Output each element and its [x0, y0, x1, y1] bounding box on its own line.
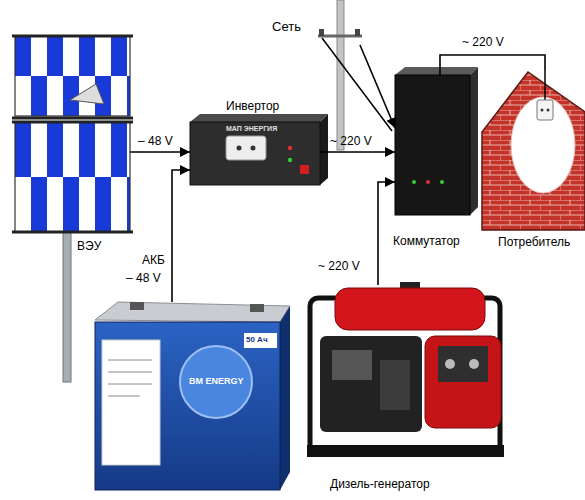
indicator-light: [288, 146, 292, 150]
insulator: [355, 29, 360, 36]
sticker-line: [108, 372, 152, 373]
node-label: Дизель-генератор: [330, 478, 430, 492]
power-connector: [172, 170, 190, 302]
node-label: Потребитель: [498, 236, 570, 250]
insulator: [319, 29, 324, 36]
generator-tank: [335, 288, 485, 330]
node-label: ВЭУ: [77, 240, 101, 254]
battery-terminal: [130, 302, 144, 310]
grid-node: Сеть: [268, 18, 360, 58]
switch-body: [395, 75, 470, 215]
turbine-blade: [70, 84, 104, 104]
power-connector: [360, 45, 395, 128]
socket-hole: [547, 109, 550, 112]
house-wire: [544, 70, 546, 100]
battery-sticker: [102, 340, 160, 465]
power-connector: [320, 151, 395, 153]
turbine-cap: [12, 231, 133, 234]
wall-cutout: [511, 97, 575, 193]
socket-hole: [541, 109, 544, 112]
indicator-light: [440, 180, 444, 184]
turbine-cap: [12, 35, 133, 38]
battery-node: АКБBM ENERGY50 Ач: [95, 302, 290, 490]
node-label: Сеть: [272, 20, 301, 35]
node-label: Коммутатор: [393, 235, 460, 249]
inverter-socket: [226, 136, 266, 160]
inverter-node: ИнверторМАП ЭНЕРГИЯ: [190, 122, 320, 185]
turbine-drum: [15, 36, 130, 116]
turbine-cap: [12, 121, 133, 124]
control-panel: [438, 346, 488, 382]
socket-hole: [237, 146, 242, 151]
sticker-line: [108, 384, 152, 385]
node-label: Инвертор: [226, 100, 279, 114]
grid-pole: [337, 0, 344, 150]
generator-base: [307, 445, 504, 457]
voltage-label: ~ 220 V: [462, 36, 504, 50]
sticker-line: [108, 360, 152, 361]
voltage-label: – 48 V: [126, 272, 161, 286]
turbine-drum: [15, 122, 130, 232]
wall-socket: [537, 100, 553, 120]
inverter-body: [190, 122, 320, 185]
battery-terminal: [250, 304, 264, 312]
power-connector: [130, 151, 190, 153]
engine-part: [332, 350, 372, 380]
device-marking: 50 Ач: [246, 335, 268, 344]
panel-socket: [445, 359, 455, 369]
battery-top: [95, 302, 290, 322]
power-connector: [440, 55, 545, 75]
battery-side: [280, 306, 290, 490]
voltage-label: – 48 V: [138, 135, 173, 149]
engine-part: [380, 360, 410, 410]
device-marking: BM ENERGY: [189, 376, 244, 386]
panel-socket: [469, 359, 479, 369]
switch-node: Коммутатор: [395, 75, 470, 215]
inverter-button: [300, 165, 309, 174]
switch-body: [395, 67, 478, 75]
generator-node: Дизель-генератор: [305, 285, 505, 460]
house-wall: [482, 72, 585, 230]
battery-emblem: [180, 346, 252, 418]
battery-tag: [244, 333, 277, 348]
turbine-pole: [63, 230, 71, 382]
socket-hole: [251, 146, 256, 151]
turbine-drum: [15, 36, 130, 116]
generator-alternator: [425, 336, 501, 428]
node-label: АКБ: [142, 254, 165, 268]
grid-wire: [322, 38, 392, 131]
inverter-body: [190, 114, 328, 122]
wind-turbine-node: ВЭУ: [15, 36, 130, 232]
consumer-node: Потребитель: [482, 70, 585, 230]
indicator-light: [412, 180, 416, 184]
indicator-light: [288, 158, 292, 162]
indicator-light: [426, 180, 430, 184]
voltage-label: ~ 220 V: [330, 135, 372, 149]
power-connector: [378, 182, 395, 285]
switch-body: [470, 67, 478, 215]
generator-engine: [320, 336, 422, 432]
voltage-label: ~ 220 V: [318, 260, 360, 274]
sticker-line: [108, 396, 140, 397]
device-marking: МАП ЭНЕРГИЯ: [226, 125, 277, 133]
battery-front: [95, 322, 280, 490]
turbine-drum: [15, 122, 130, 232]
turbine-cap: [12, 117, 133, 120]
inverter-body: [320, 114, 328, 185]
